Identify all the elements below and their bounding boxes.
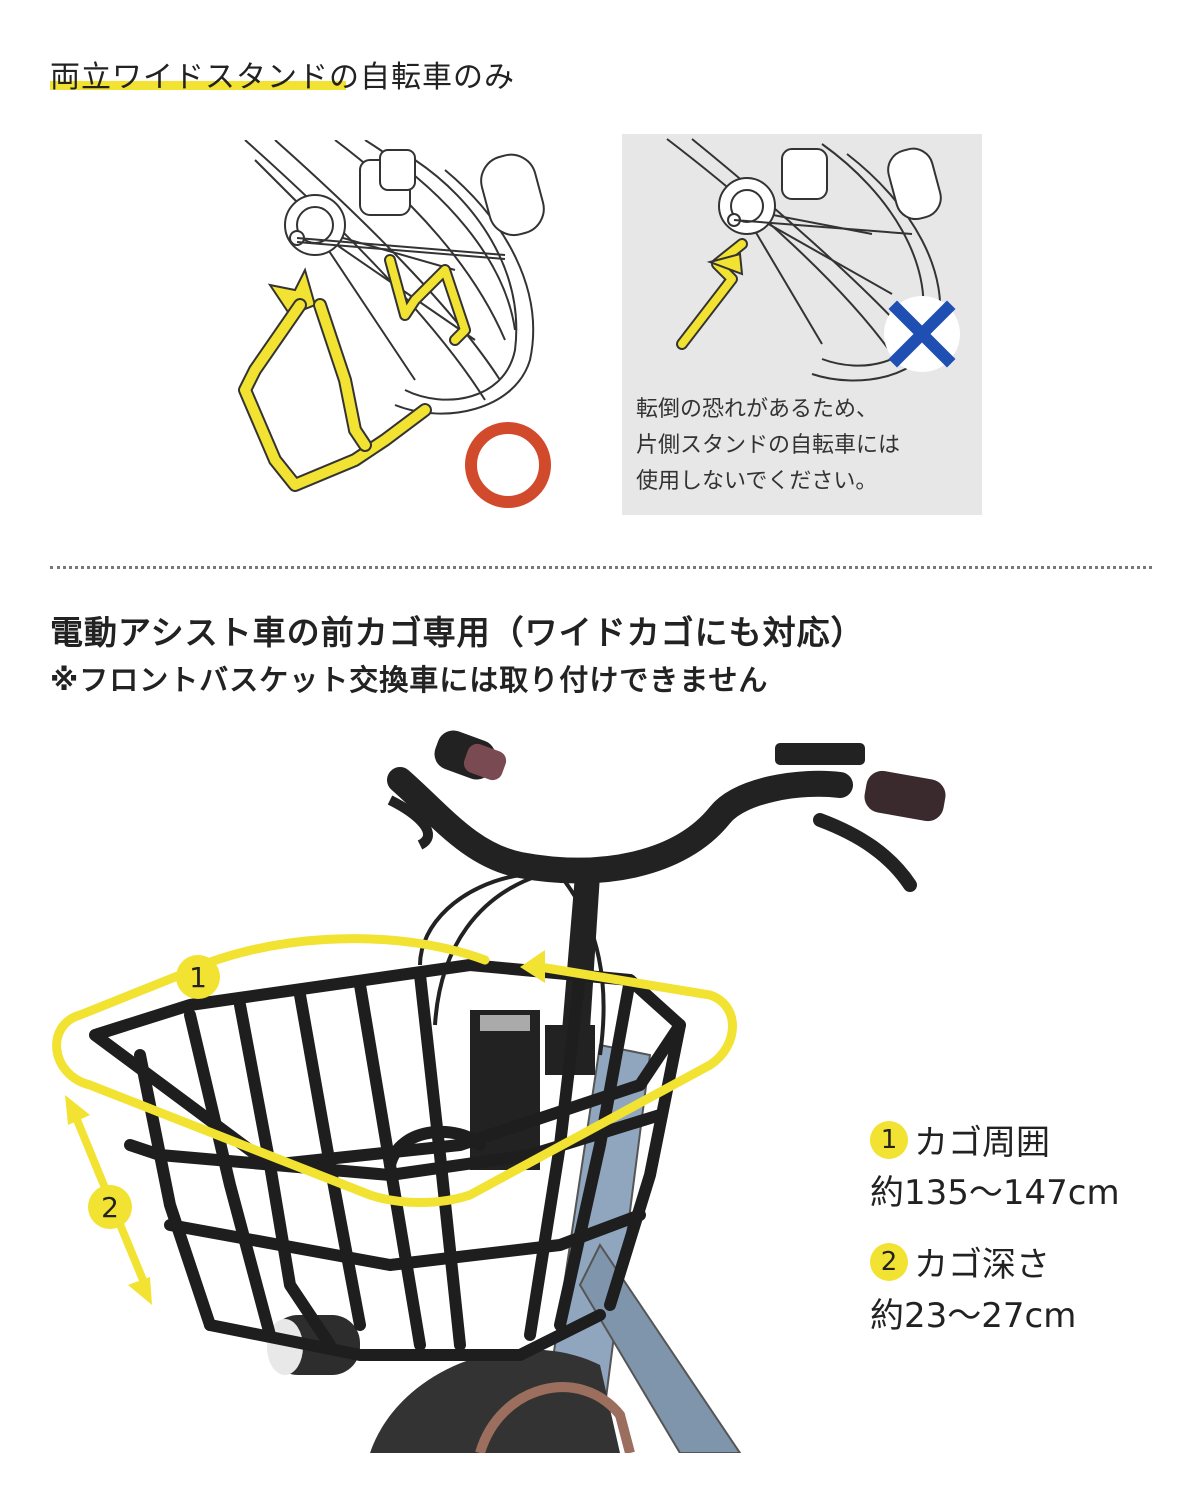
warning-line: 使用しないでください。 (636, 469, 878, 494)
spec-circumference-value: 約135〜147cm (870, 1173, 1120, 1213)
marker-1: 1 (189, 961, 207, 994)
basket-circumference-marker: 1 (52, 934, 737, 1207)
basket-depth-marker: 2 (65, 1095, 152, 1305)
bike-basket-illustration: 1 2 (52, 730, 946, 1453)
spec-depth-value: 約23〜27cm (870, 1296, 1077, 1336)
spec-label: カゴ深さ (914, 1245, 1050, 1285)
basket-exclusion-note: ※フロントバスケット交換車には取り付けできません (50, 663, 769, 697)
warning-line: 転倒の恐れがあるため、 (636, 397, 879, 422)
ng-cross-icon (884, 296, 960, 372)
ok-circle-icon (465, 422, 551, 508)
spec-label: カゴ周囲 (914, 1123, 1050, 1163)
spec-number: 2 (870, 1242, 908, 1281)
single-stand-warning-text: 転倒の恐れがあるため、 片側スタンドの自転車には 使用しないでください。 (636, 392, 976, 500)
double-stand-illustration (238, 140, 551, 508)
single-stand-warning-panel (622, 134, 982, 515)
basket-compatibility-heading: 電動アシスト車の前カゴ専用（ワイドカゴにも対応） (50, 613, 865, 652)
title-highlight (50, 81, 346, 90)
section-divider (50, 566, 1152, 569)
warning-line: 片側スタンドの自転車には (636, 433, 901, 458)
marker-2: 2 (101, 1191, 119, 1224)
stand-requirement-title: 両立ワイドスタンドの自転車のみ (50, 60, 515, 95)
spec-number: 1 (870, 1120, 908, 1159)
